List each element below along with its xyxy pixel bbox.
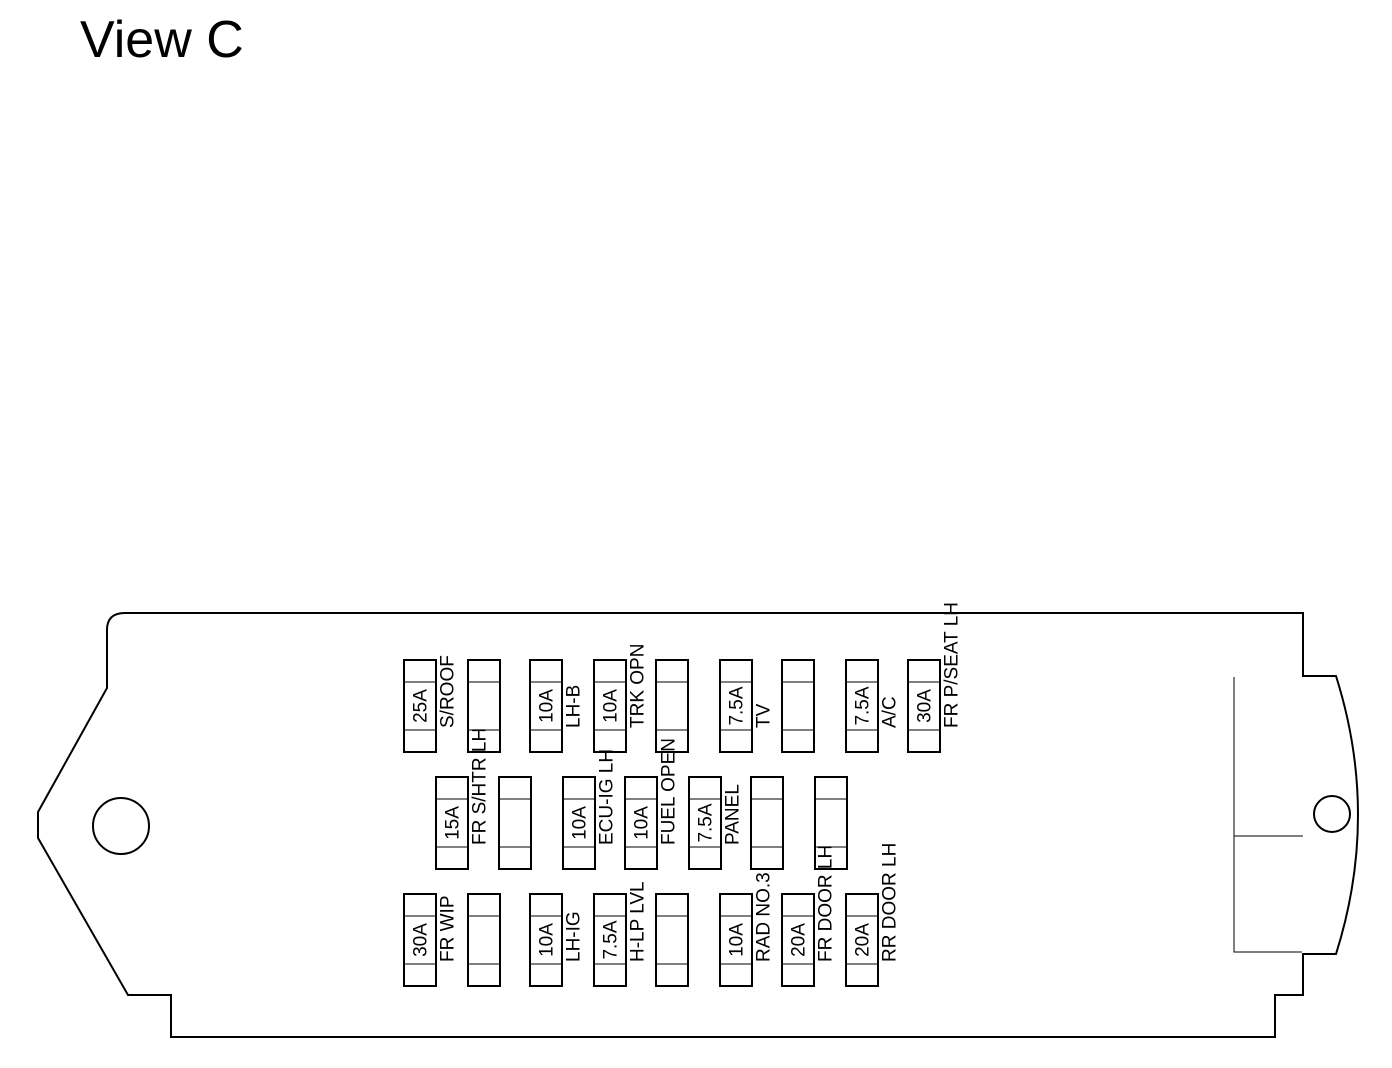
fuse-body bbox=[467, 893, 501, 987]
fuse-rating: 7.5A bbox=[727, 686, 748, 725]
fuse-r3-3: 10A LH-IG bbox=[529, 893, 585, 987]
fuse-r1-1: 25A S/ROOF bbox=[403, 655, 459, 753]
fuse-rating: 10A bbox=[727, 923, 748, 957]
fuse-r1-5 bbox=[655, 659, 689, 753]
fuse-r1-6: 7.5A TV bbox=[719, 659, 775, 753]
mounting-hole-right bbox=[1313, 795, 1351, 833]
fuse-r2-2 bbox=[498, 776, 532, 870]
fuse-r3-2 bbox=[467, 893, 501, 987]
fuse-label: ECU-IG LH bbox=[597, 749, 618, 845]
fuse-body bbox=[467, 659, 501, 753]
fuse-body bbox=[529, 659, 563, 753]
fuse-rating: 20A bbox=[789, 923, 810, 957]
fuse-r3-4: 7.5A H-LP LVL bbox=[593, 881, 649, 987]
fuse-body bbox=[498, 776, 532, 870]
fuse-array: 25A S/ROOF 10A LH-B 10A TRK OPN 7.5A TV 7.5A A/C 3… bbox=[403, 602, 963, 987]
fuse-body bbox=[655, 659, 689, 753]
fuse-label: RR DOOR LH bbox=[880, 843, 901, 962]
fuse-body bbox=[781, 893, 815, 987]
fuse-body bbox=[688, 776, 722, 870]
fuse-r1-9: 30A FR P/SEAT LH bbox=[907, 602, 963, 753]
fuse-label: PANEL bbox=[723, 784, 744, 845]
fuse-body bbox=[845, 893, 879, 987]
fuse-r3-1: 30A FR WIP bbox=[403, 893, 459, 987]
fuse-r2-5: 7.5A PANEL bbox=[688, 776, 744, 870]
fuse-body bbox=[624, 776, 658, 870]
fuse-r2-7 bbox=[814, 776, 848, 870]
fuse-rating: 7.5A bbox=[696, 803, 717, 842]
fuse-body bbox=[593, 659, 627, 753]
diagram-title: View C bbox=[80, 11, 244, 69]
fuse-body bbox=[845, 659, 879, 753]
fuse-body bbox=[529, 893, 563, 987]
fuse-body bbox=[719, 893, 753, 987]
fuse-r2-4: 10A FUEL OPEN bbox=[624, 738, 680, 870]
fuse-label: FR S/HTR LH bbox=[470, 728, 491, 845]
fuse-r2-1: 15A FR S/HTR LH bbox=[435, 728, 491, 870]
fuse-rating: 30A bbox=[411, 923, 432, 957]
fuse-r3-5 bbox=[655, 893, 689, 987]
fuse-label: FR WIP bbox=[438, 896, 459, 963]
fuse-rating: 10A bbox=[537, 689, 558, 723]
fuse-label: FR DOOR LH bbox=[816, 845, 837, 962]
fuse-r2-3: 10A ECU-IG LH bbox=[562, 749, 618, 870]
fuse-r1-4: 10A TRK OPN bbox=[593, 644, 649, 753]
fuse-body bbox=[814, 776, 848, 870]
fuse-label: RAD NO.3 bbox=[754, 872, 775, 962]
connector bbox=[1233, 677, 1303, 953]
fuse-body bbox=[403, 659, 437, 753]
fuse-rating: 7.5A bbox=[853, 686, 874, 725]
fuse-rating: 10A bbox=[537, 923, 558, 957]
fuse-body bbox=[781, 659, 815, 753]
fuse-body bbox=[907, 659, 941, 753]
fuse-body bbox=[655, 893, 689, 987]
fuse-label: FR P/SEAT LH bbox=[942, 602, 963, 728]
fuse-rating: 10A bbox=[632, 806, 653, 840]
fuse-body bbox=[593, 893, 627, 987]
fuse-rating: 10A bbox=[601, 689, 622, 723]
fuse-rating: 15A bbox=[443, 806, 464, 840]
fuse-r2-6 bbox=[750, 776, 784, 870]
fuse-r1-7 bbox=[781, 659, 815, 753]
fuse-rating: 25A bbox=[411, 689, 432, 723]
fuse-label: LH-IG bbox=[564, 911, 585, 962]
fuse-label: LH-B bbox=[564, 685, 585, 728]
fuse-rating: 7.5A bbox=[601, 920, 622, 959]
fuse-box-outline bbox=[37, 612, 1359, 1038]
fuse-r3-6: 10A RAD NO.3 bbox=[719, 872, 775, 987]
fuse-r3-7: 20A FR DOOR LH bbox=[781, 845, 837, 987]
fuse-label: H-LP LVL bbox=[628, 881, 649, 962]
fuse-r1-3: 10A LH-B bbox=[529, 659, 585, 753]
fuse-body bbox=[562, 776, 596, 870]
fuse-r3-8: 20A RR DOOR LH bbox=[845, 843, 901, 987]
fuse-body bbox=[435, 776, 469, 870]
fuse-rating: 20A bbox=[853, 923, 874, 957]
fuse-label: A/C bbox=[880, 696, 901, 728]
fuse-label: FUEL OPEN bbox=[659, 738, 680, 845]
fuse-label: TV bbox=[754, 703, 775, 728]
fuse-body bbox=[403, 893, 437, 987]
fuse-rating: 30A bbox=[915, 689, 936, 723]
fuse-body bbox=[719, 659, 753, 753]
fuse-rating: 10A bbox=[570, 806, 591, 840]
fuse-r1-8: 7.5A A/C bbox=[845, 659, 901, 753]
fuse-body bbox=[750, 776, 784, 870]
mounting-hole-left bbox=[92, 797, 150, 855]
fuse-r1-2 bbox=[467, 659, 501, 753]
fuse-label: S/ROOF bbox=[438, 655, 459, 728]
fuse-label: TRK OPN bbox=[628, 644, 649, 728]
